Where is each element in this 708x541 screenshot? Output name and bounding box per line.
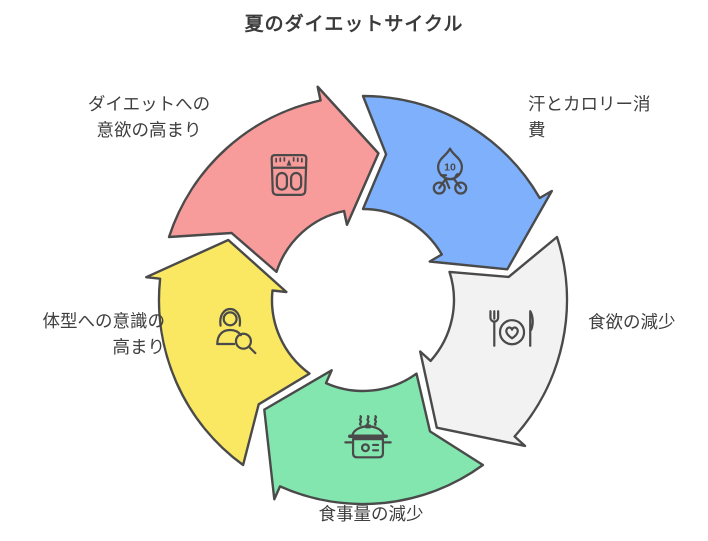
label-sweat-line2: 費 <box>528 120 546 140</box>
label-body: 体型への意識の 高まり <box>13 308 166 360</box>
label-meal: 食事量の減少 <box>271 501 471 527</box>
label-sweat-line1: 汗とカロリー消 <box>528 94 651 114</box>
label-motivation-line1: ダイエットへの <box>87 94 211 114</box>
label-body-line1: 体型への意識の <box>42 311 166 331</box>
cooking-pot-icon <box>340 409 396 465</box>
meal-plate-icon <box>481 300 537 356</box>
label-motivation-line2: 意欲の高まり <box>96 120 202 140</box>
label-sweat: 汗とカロリー消 費 <box>528 91 698 143</box>
label-body-line2: 高まり <box>112 337 166 357</box>
label-meal-line1: 食事量の減少 <box>318 504 424 524</box>
label-appetite-line1: 食欲の減少 <box>588 312 676 332</box>
weight-scale-icon <box>261 147 317 203</box>
label-appetite: 食欲の減少 <box>588 309 708 335</box>
flame-number-label: 10 <box>444 161 456 173</box>
body-check-icon <box>204 299 260 355</box>
cycle-arrow-body <box>145 238 311 467</box>
label-motivation: ダイエットへの 意欲の高まり <box>58 91 240 143</box>
page-title: 夏のダイエットサイクル <box>244 14 464 35</box>
calorie-burn-icon: 10 <box>422 143 478 199</box>
